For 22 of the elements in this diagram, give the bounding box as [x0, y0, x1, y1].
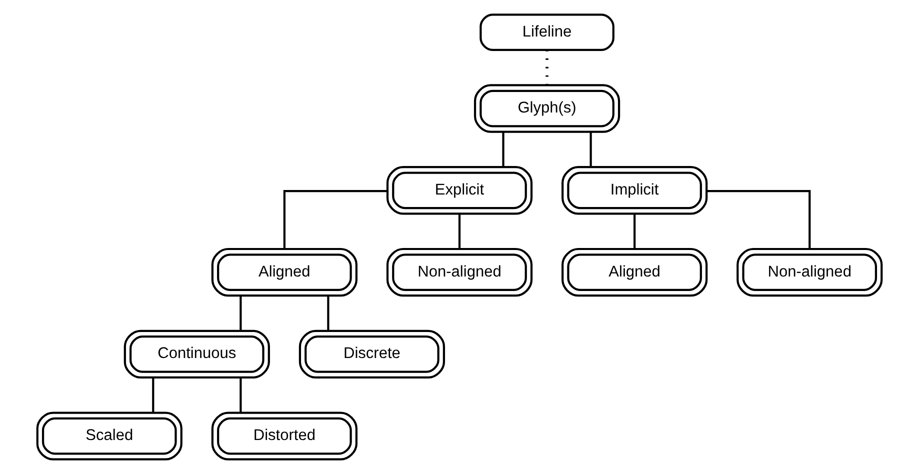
connector — [327, 295, 330, 330]
node-box: Discrete — [298, 329, 446, 378]
connector — [458, 214, 461, 248]
node-box: Aligned — [211, 247, 358, 296]
node-box: Glyph(s) — [474, 84, 620, 132]
node-box: Aligned — [562, 247, 708, 296]
node-box: Implicit — [562, 166, 708, 214]
node-box: Distorted — [211, 411, 358, 460]
node-box: Lifeline — [480, 13, 614, 50]
connector — [152, 377, 154, 412]
connector — [502, 132, 504, 167]
node-box: Continuous — [124, 329, 270, 378]
connector — [706, 190, 811, 248]
node-box: Non-aligned — [386, 247, 533, 296]
connector — [240, 377, 242, 412]
connector — [634, 214, 636, 248]
connector — [240, 295, 242, 330]
node-box: Explicit — [386, 166, 533, 214]
node-box: Scaled — [36, 411, 182, 460]
connector — [590, 132, 592, 167]
connector — [283, 190, 388, 248]
node-box: Non-aligned — [736, 247, 883, 296]
